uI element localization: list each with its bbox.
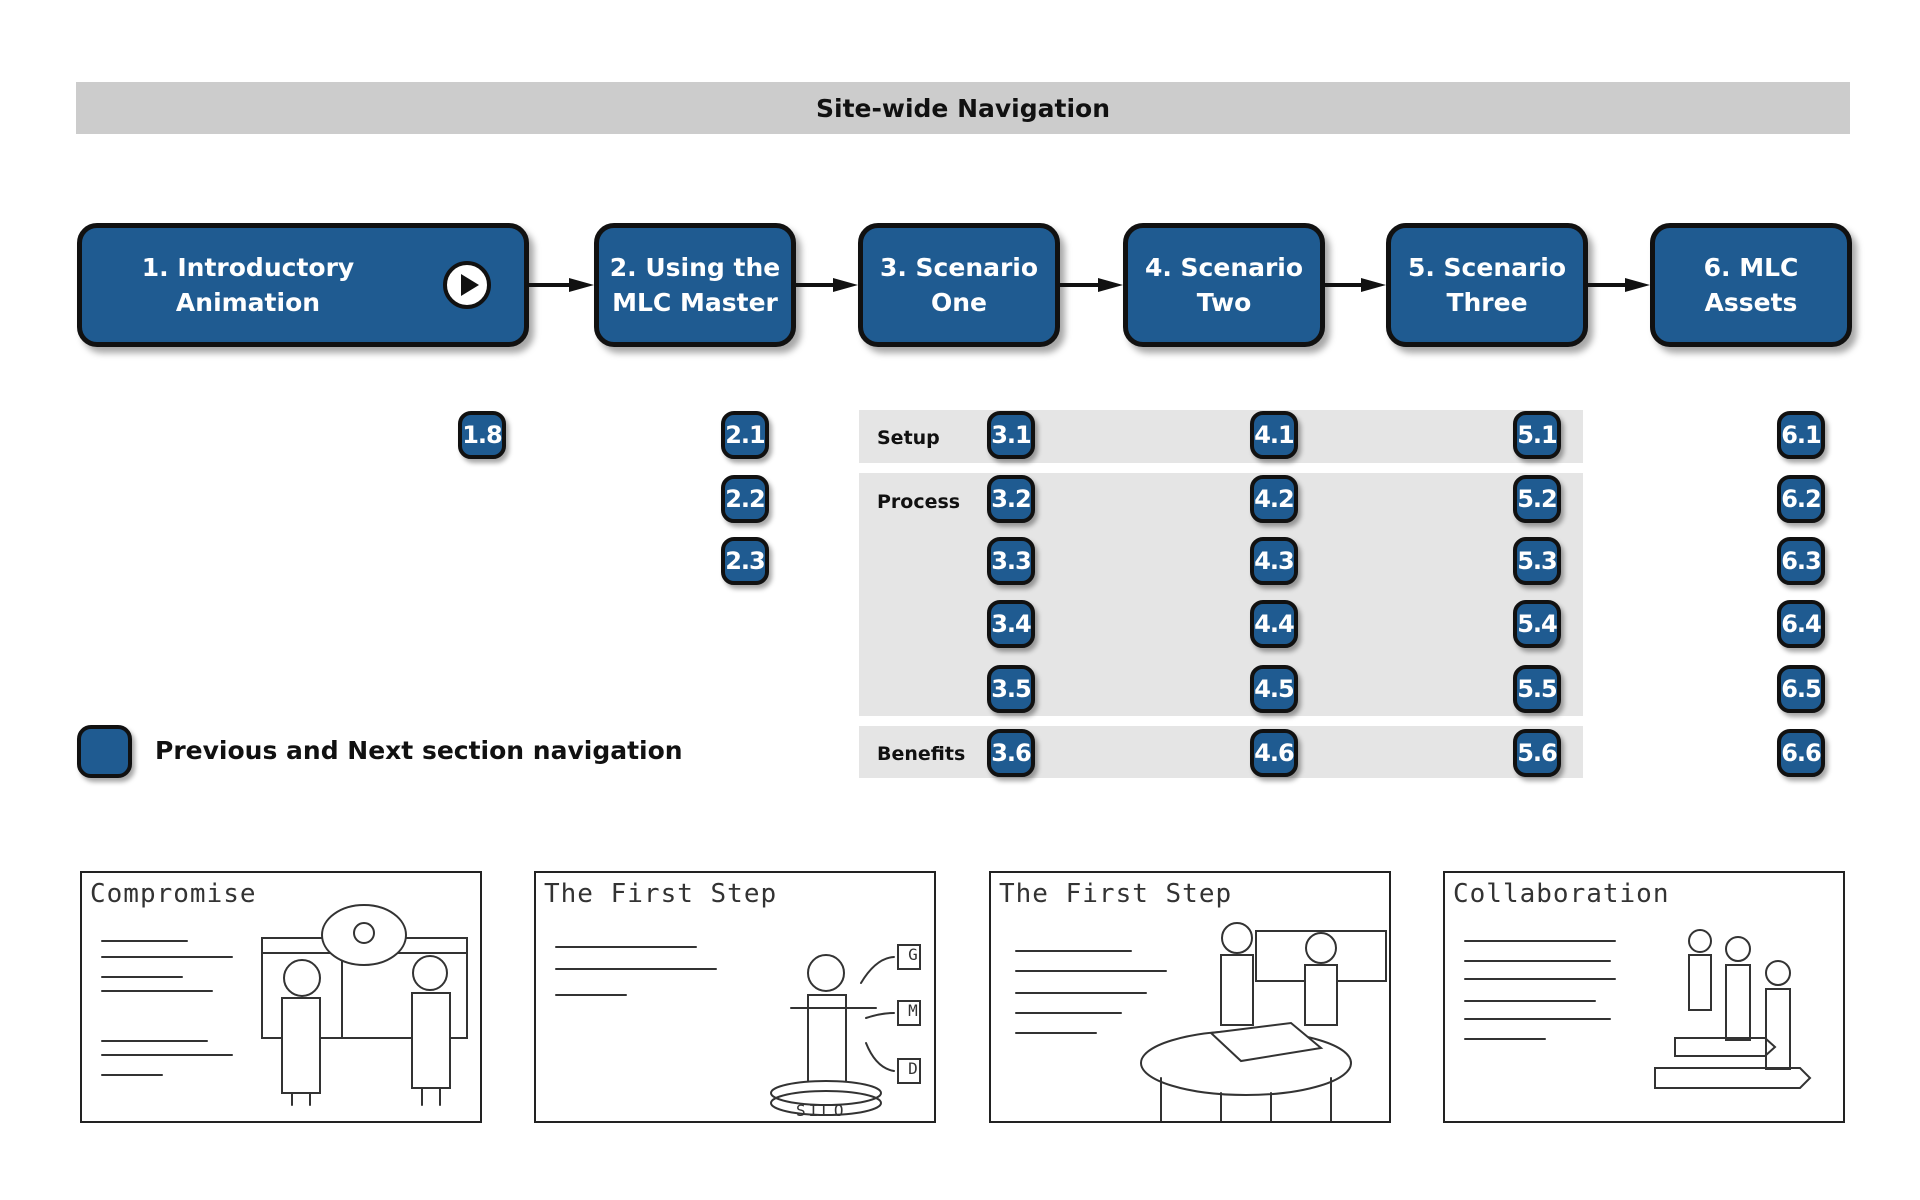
- arrow-right-icon: [1325, 278, 1386, 292]
- sketch-icon-d: D: [908, 1059, 918, 1078]
- section-1-introductory-animation[interactable]: 1. Introductory Animation: [77, 223, 529, 347]
- node-2-1[interactable]: 2.1: [721, 411, 769, 459]
- node-3-6[interactable]: 3.6: [987, 729, 1035, 777]
- node-6-4[interactable]: 6.4: [1777, 600, 1825, 648]
- sketch-first-step-drawing: [555, 944, 921, 1116]
- process-label: Process: [877, 491, 961, 513]
- section-label: 5. Scenario Three: [1407, 253, 1567, 317]
- node-4-2[interactable]: 4.2: [1250, 475, 1298, 523]
- play-icon[interactable]: [442, 260, 492, 310]
- section-label: 6. MLC Assets: [1703, 253, 1799, 317]
- node-5-3[interactable]: 5.3: [1513, 537, 1561, 585]
- node-5-2[interactable]: 5.2: [1513, 475, 1561, 523]
- sketch-title: Compromise: [90, 879, 257, 909]
- section-label: 2. Using the MLC Master: [609, 253, 781, 317]
- setup-label: Setup: [877, 427, 940, 449]
- node-3-3[interactable]: 3.3: [987, 537, 1035, 585]
- sketch-first-step-silo: The First Step G M D SILO: [534, 871, 936, 1123]
- node-2-2[interactable]: 2.2: [721, 475, 769, 523]
- node-6-1[interactable]: 6.1: [1777, 411, 1825, 459]
- section-label: 3. Scenario One: [879, 253, 1039, 317]
- node-4-4[interactable]: 4.4: [1250, 600, 1298, 648]
- node-5-1[interactable]: 5.1: [1513, 411, 1561, 459]
- sketch-collaboration-drawing: [1464, 929, 1812, 1089]
- sketch-title: Collaboration: [1453, 879, 1670, 909]
- node-2-3[interactable]: 2.3: [721, 537, 769, 585]
- node-5-6[interactable]: 5.6: [1513, 729, 1561, 777]
- node-5-5[interactable]: 5.5: [1513, 665, 1561, 713]
- node-5-4[interactable]: 5.4: [1513, 600, 1561, 648]
- arrow-right-icon: [796, 278, 858, 292]
- node-4-6[interactable]: 4.6: [1250, 729, 1298, 777]
- banner-title: Site-wide Navigation: [816, 93, 1110, 123]
- sketch-compromise-drawing: [101, 904, 468, 1106]
- node-3-2[interactable]: 3.2: [987, 475, 1035, 523]
- sketch-first-step-table-drawing: [1015, 922, 1387, 1121]
- section-6-mlc-assets[interactable]: 6. MLC Assets: [1650, 223, 1852, 347]
- node-4-1[interactable]: 4.1: [1250, 411, 1298, 459]
- node-6-5[interactable]: 6.5: [1777, 665, 1825, 713]
- section-4-scenario-two[interactable]: 4. Scenario Two: [1123, 223, 1325, 347]
- node-1-8[interactable]: 1.8: [458, 411, 506, 459]
- benefits-label: Benefits: [877, 743, 966, 765]
- section-5-scenario-three[interactable]: 5. Scenario Three: [1386, 223, 1588, 347]
- node-4-3[interactable]: 4.3: [1250, 537, 1298, 585]
- section-2-using-mlc-master[interactable]: 2. Using the MLC Master: [594, 223, 796, 347]
- benefits-band: [859, 726, 1583, 778]
- sketch-first-step-table: The First Step: [989, 871, 1391, 1123]
- legend-text: Previous and Next section navigation: [155, 736, 683, 765]
- node-3-5[interactable]: 3.5: [987, 665, 1035, 713]
- node-4-5[interactable]: 4.5: [1250, 665, 1298, 713]
- sketch-collaboration: Collaboration: [1443, 871, 1845, 1123]
- sketch-title: The First Step: [544, 879, 778, 909]
- sketch-icon-m: M: [908, 1001, 918, 1020]
- node-6-2[interactable]: 6.2: [1777, 475, 1825, 523]
- sketch-silo-caption: SILO: [796, 1101, 847, 1120]
- sketch-icon-g: G: [908, 945, 918, 964]
- sketch-title: The First Step: [999, 879, 1233, 909]
- sketch-compromise: Compromise: [80, 871, 482, 1123]
- section-label: 1. Introductory Animation: [141, 253, 355, 317]
- arrow-right-icon: [529, 278, 594, 292]
- node-3-1[interactable]: 3.1: [987, 411, 1035, 459]
- site-wide-navigation-banner: Site-wide Navigation: [76, 82, 1850, 134]
- setup-band: [859, 410, 1583, 463]
- node-3-4[interactable]: 3.4: [987, 600, 1035, 648]
- node-6-6[interactable]: 6.6: [1777, 729, 1825, 777]
- section-label: 4. Scenario Two: [1144, 253, 1304, 317]
- legend-swatch: [77, 725, 132, 778]
- node-6-3[interactable]: 6.3: [1777, 537, 1825, 585]
- process-band: [859, 473, 1583, 716]
- arrow-right-icon: [1060, 278, 1123, 292]
- arrow-right-icon: [1588, 278, 1650, 292]
- section-3-scenario-one[interactable]: 3. Scenario One: [858, 223, 1060, 347]
